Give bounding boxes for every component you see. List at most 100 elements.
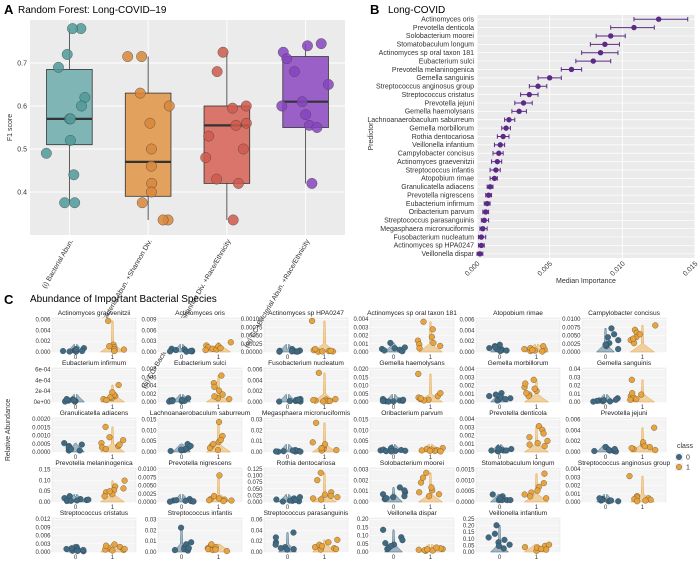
violin-point <box>310 495 317 502</box>
violin-point <box>641 443 648 450</box>
importance-point <box>597 50 604 56</box>
violin-point <box>218 372 225 379</box>
facet-y-tick: 0.000 <box>353 500 369 506</box>
facet-y-tick: 0.01 <box>569 392 581 398</box>
violin-point <box>211 383 218 390</box>
violin-point <box>495 542 502 549</box>
violin-point <box>382 540 389 547</box>
box-point <box>157 214 169 226</box>
facet-title: Atopobium rimae <box>493 310 543 317</box>
facet-y-tick: 0.003 <box>353 468 369 474</box>
violin-point <box>426 447 433 454</box>
facet-y-tick: 0.02 <box>251 428 263 434</box>
box-point <box>217 46 229 58</box>
violin-point <box>215 418 223 426</box>
violin-point <box>182 497 189 504</box>
violin-point <box>171 547 178 554</box>
facet-y-tick: 0.002 <box>459 384 475 390</box>
violin-point <box>227 339 234 346</box>
violin-point <box>646 444 653 451</box>
facet-y-tick: 0.005 <box>141 439 157 445</box>
box-point <box>289 66 300 78</box>
facet-title: Lachnoanaerobaculum saburreum <box>150 410 251 417</box>
facet-x-tick: 0 <box>392 455 396 461</box>
facet-y-tick: 0.15 <box>463 530 475 536</box>
facet-x-tick: 0 <box>74 355 78 361</box>
violin-point <box>521 491 528 498</box>
facet-x-tick: 0 <box>180 355 184 361</box>
facet-y-tick: 0.0020 <box>32 417 51 423</box>
violin-point <box>615 345 622 353</box>
facet-background <box>51 417 137 453</box>
predictor-label: Streptococcus anginosus group <box>376 84 474 91</box>
x-tick-label: 0.015 <box>682 260 699 277</box>
facet-y-tick: 0.009 <box>35 525 51 531</box>
facet-y-tick: 0.02 <box>145 528 157 534</box>
predictor-label: Solobacterium moorei <box>406 33 475 40</box>
facet-y-tick: 0.000 <box>35 550 51 556</box>
facet-x-tick: 0 <box>604 505 608 511</box>
violin-point <box>272 541 279 548</box>
facet-x-tick: 0 <box>180 455 184 461</box>
importance-point <box>493 167 499 173</box>
violin-point <box>206 497 213 504</box>
violin-point <box>121 545 128 553</box>
facet-y-tick: 0.000 <box>353 400 369 406</box>
violin-point <box>102 445 109 453</box>
facet-y-tick: 0.0050 <box>562 334 581 340</box>
facet-y-tick: 0.05 <box>39 489 51 495</box>
panel-b-title: Long-COVID <box>388 5 445 16</box>
box-point <box>230 119 242 131</box>
violin-point <box>226 395 233 403</box>
violin-point <box>544 437 551 444</box>
box-point <box>65 113 76 125</box>
facet-y-tick: 0.005 <box>353 439 369 445</box>
violin-point <box>121 477 128 484</box>
facet-title: Streptococcus cristatus <box>60 510 129 517</box>
facet-x-tick: 0 <box>498 405 502 411</box>
x-axis-label: Median Importance <box>556 278 616 285</box>
predictor-label: Lachnoanaerobaculum saburreum <box>367 117 474 124</box>
facet-y-tick: 0.002 <box>353 334 369 340</box>
box-point <box>315 38 327 50</box>
facet-x-tick: 0 <box>286 505 290 511</box>
importance-point <box>491 175 498 182</box>
violin-point <box>66 348 73 355</box>
importance-point <box>481 217 487 223</box>
box-point <box>240 117 252 129</box>
facet-background <box>263 367 349 403</box>
violin-point <box>428 333 435 340</box>
facet-y-tick: 0.006 <box>459 318 475 324</box>
box-point <box>144 117 156 129</box>
facet-title: Actinomyces oris <box>175 310 226 317</box>
violin-point <box>437 448 444 455</box>
violin-point <box>502 395 509 403</box>
predictor-label: Oribacterium parvum <box>409 209 475 216</box>
facet-title: Solobacterium moorei <box>380 460 445 467</box>
violin-point <box>636 331 644 338</box>
facet-y-tick: 0.020 <box>353 367 369 373</box>
importance-point <box>478 234 485 240</box>
violin-point <box>491 530 498 537</box>
box-point <box>134 87 146 99</box>
facet-y-tick: 0.001 <box>353 489 369 495</box>
facet-y-tick: 0.001 <box>459 442 475 448</box>
predictor-label: Prevotella jejuni <box>425 100 475 107</box>
violin-point <box>101 493 108 500</box>
violin-point <box>419 474 427 481</box>
violin-point <box>387 543 394 550</box>
violin-point <box>178 524 185 531</box>
box-point <box>306 177 318 189</box>
facet-x-tick: 1 <box>535 405 539 411</box>
panel-b-label: B <box>370 2 379 17</box>
facet-y-tick: 0.02 <box>251 539 263 545</box>
violin-point <box>418 447 425 454</box>
violin-point <box>486 393 493 400</box>
facet-x-tick: 1 <box>641 505 645 511</box>
facet-y-tick: 0.100 <box>247 474 263 480</box>
facet-x-tick: 1 <box>641 355 645 361</box>
legend-key <box>676 454 682 460</box>
violin-point <box>313 419 320 426</box>
